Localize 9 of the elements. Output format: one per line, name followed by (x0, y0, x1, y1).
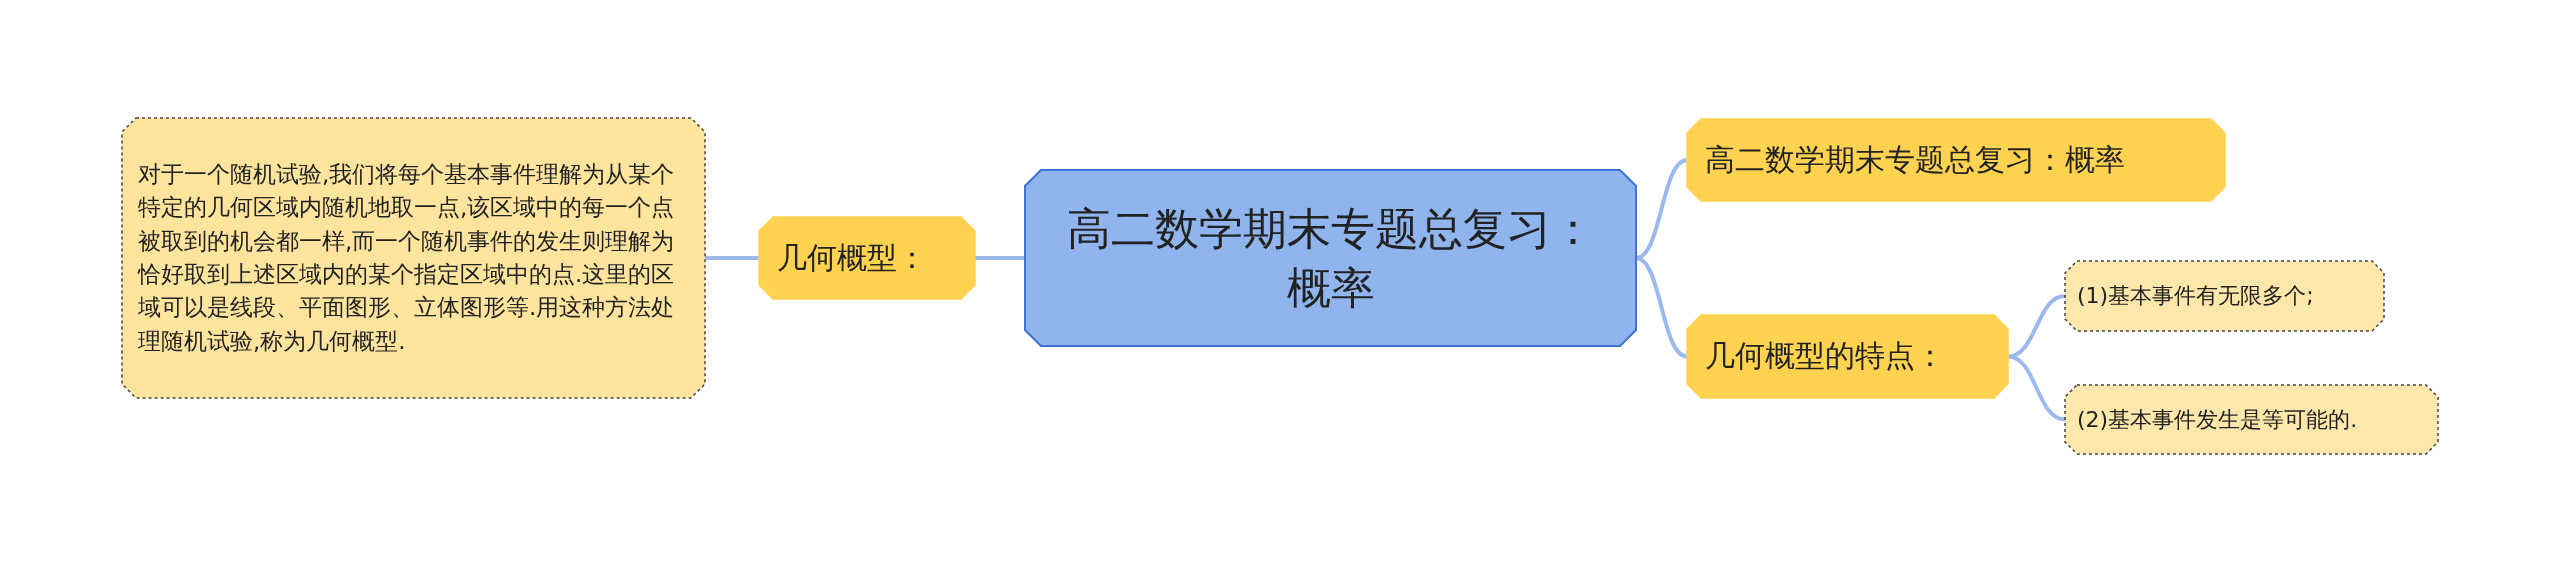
subtopic-box: 几何概型的特点： (1687, 315, 2008, 398)
topic-box: 高二数学期末专题总复习：概率 (1025, 170, 1636, 346)
subtopic-box: 高二数学期末专题总复习：概率 (1687, 119, 2225, 201)
note-box: 对于一个随机试验,我们将每个基本事件理解为从某个特定的几何区域内随机地取一点,该区域中的每一个点被取到的机会都一样,而一个随机事件的发生则理解为恰好取到上述区域内的某个指定区域中的点.这里的区域可以是线段、平面图形、立体图形等.用这种方法处理随机试验,称为几何概型. (122, 118, 705, 398)
connector-line (705, 256, 759, 260)
detail-box: (1)基本事件有无限多个; (2065, 261, 2384, 331)
detail-box: (2)基本事件发生是等可能的. (2065, 385, 2438, 454)
connector-line (975, 256, 1025, 260)
subtopic-box: 几何概型： (759, 217, 975, 299)
